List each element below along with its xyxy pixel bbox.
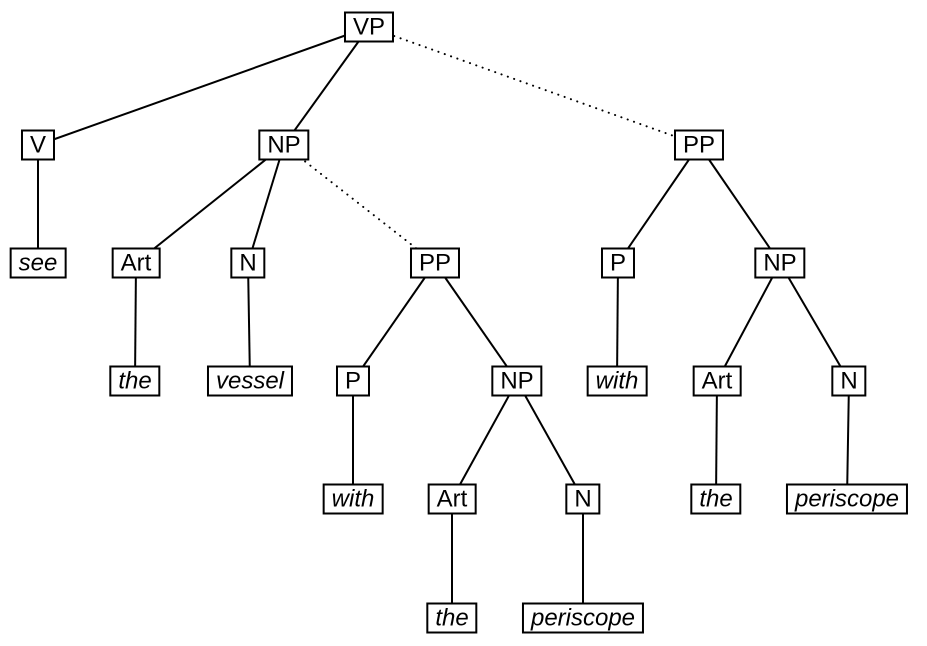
tree-node-the2: the (426, 602, 478, 634)
tree-edge-n3-periscope3 (846, 380, 850, 500)
tree-edge-np1-art1 (135, 144, 285, 264)
tree-node-with2: with (322, 483, 384, 515)
tree-edge-np2-n2 (516, 380, 584, 500)
tree-node-see: see (9, 247, 67, 279)
tree-edge-pp2-np2 (434, 262, 518, 382)
tree-edge-n1-vessel (247, 262, 251, 382)
tree-edge-pp2-p2 (352, 262, 436, 382)
tree-node-n1: N (230, 247, 266, 279)
tree-node-vp: VP (343, 11, 395, 43)
tree-node-n2: N (565, 483, 601, 515)
tree-edge-art3-the3 (715, 380, 718, 500)
tree-edge-np1-pp2 (283, 144, 436, 264)
tree-edge-p3-with3 (616, 262, 619, 382)
tree-node-p3: P (600, 247, 636, 279)
tree-node-the3: the (690, 483, 742, 515)
tree-node-art3: Art (692, 365, 742, 397)
tree-node-pp3: PP (673, 129, 725, 161)
tree-node-np1: NP (258, 129, 310, 161)
tree-node-np3: NP (754, 247, 806, 279)
tree-edge-np3-art3 (716, 262, 781, 382)
tree-node-n3: N (831, 365, 867, 397)
tree-edge-vp-np1 (283, 26, 370, 146)
tree-edge-np1-n1 (247, 144, 285, 264)
tree-node-pp2: PP (409, 247, 461, 279)
tree-node-p2: P (335, 365, 371, 397)
tree-edge-art1-the1 (134, 262, 137, 382)
tree-edge-pp3-np3 (698, 144, 781, 264)
tree-edge-np2-art2 (451, 380, 518, 500)
tree-node-v: V (20, 129, 56, 161)
tree-node-the1: the (109, 365, 161, 397)
tree-edge-vp-v (37, 26, 370, 146)
tree-edge-pp3-p3 (617, 144, 700, 264)
tree-node-art1: Art (111, 247, 161, 279)
tree-node-periscope2: periscope (521, 602, 645, 634)
tree-edge-vp-pp3 (368, 26, 700, 146)
tree-node-art2: Art (427, 483, 477, 515)
tree-edge-np3-n3 (779, 262, 850, 382)
tree-node-np2: NP (491, 365, 543, 397)
tree-node-vessel: vessel (206, 365, 294, 397)
tree-node-periscope3: periscope (785, 483, 909, 515)
tree-node-with3: with (586, 365, 648, 397)
